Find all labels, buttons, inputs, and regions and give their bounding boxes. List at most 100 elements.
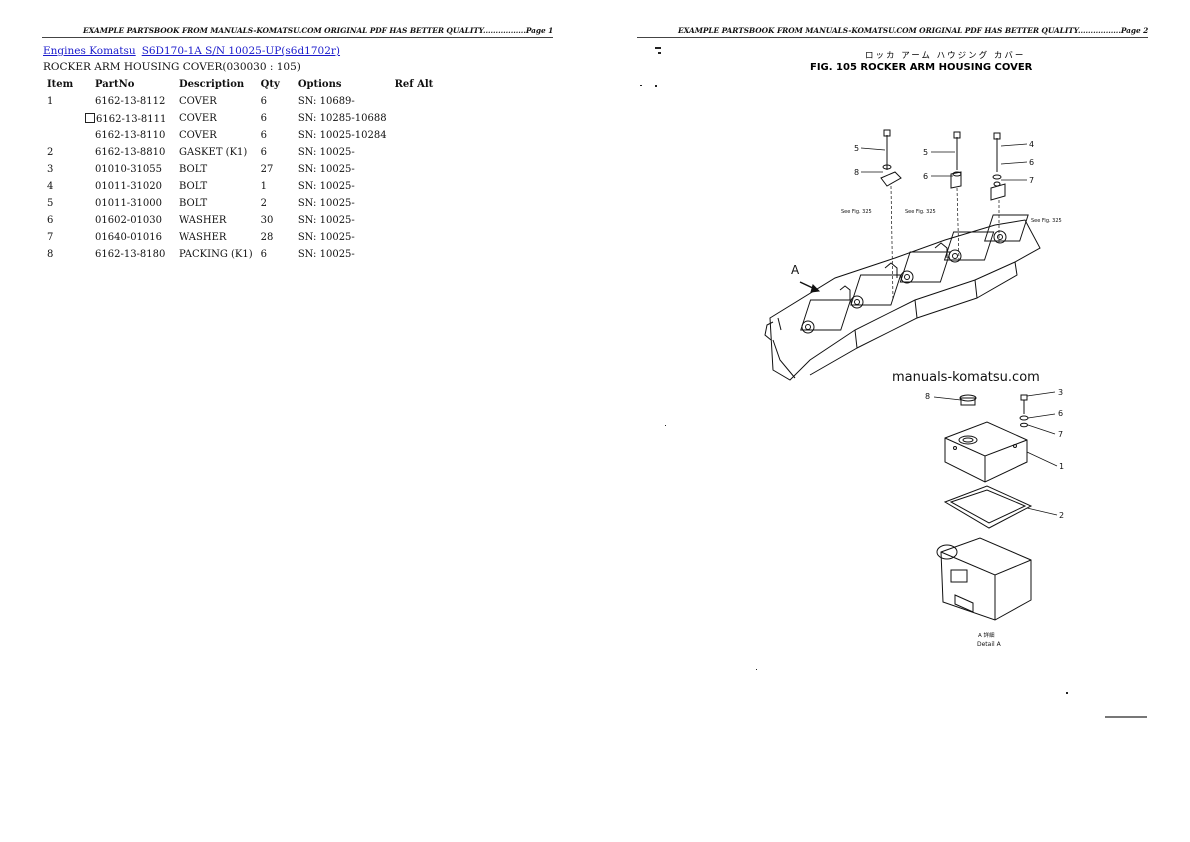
cell-options: SN: 10285-10688 (297, 113, 387, 124)
cell-ref-alt (391, 178, 438, 195)
cell-partno: 6162-13-8810 (79, 144, 175, 161)
callout-number: 8 (925, 392, 930, 401)
table-header-row: Item PartNo Description Qty Options Ref … (43, 76, 437, 93)
breadcrumb-link-model[interactable]: S6D170-1A S/N 10025-UP(s6d1702r) (141, 45, 341, 57)
cell-partno: 6162-13-8112 (79, 93, 175, 110)
cover-outline (800, 214, 1029, 331)
callout-number: 4 (1029, 140, 1034, 149)
figure-title-jp: ロッカ アーム ハウジング カバー (865, 50, 1025, 61)
breadcrumb-link-engines[interactable]: Engines Komatsu (43, 45, 136, 57)
reference-notes: See Fig. 325 See Fig. 325 See Fig. 325 (841, 209, 1062, 224)
callout-number: 6 (1058, 409, 1063, 418)
cell-options: SN: 10025- (297, 181, 355, 192)
header-rule (42, 37, 553, 38)
page-2: EXAMPLE PARTSBOOK FROM MANUALS-KOMATSU.C… (595, 0, 1190, 842)
cell-partno: 01011-31020 (79, 178, 175, 195)
oil-filler-caps (801, 230, 1007, 334)
cell-item: 7 (47, 232, 54, 243)
parts-diagram: ロッカ アーム ハウジング カバー FIG. 105 ROCKER ARM HO… (640, 47, 1147, 718)
part-number: 6162-13-8180 (95, 249, 166, 260)
cell-ref-alt (391, 110, 438, 127)
part-number: 01602-01030 (95, 215, 163, 226)
table-row: 2 6162-13-8810 GASKET (K1) 6 SN: 10025- (43, 144, 437, 161)
breadcrumb: Engines Komatsu S6D170-1A S/N 10025-UP(s6… (43, 45, 346, 57)
section-title: ROCKER ARM HOUSING COVER(030030 : 105) (43, 61, 301, 73)
page-header: EXAMPLE PARTSBOOK FROM MANUALS-KOMATSU.C… (83, 26, 554, 35)
figure-title: FIG. 105 ROCKER ARM HOUSING COVER (810, 62, 1033, 73)
cell-ref-alt (391, 161, 438, 178)
detail-a-drawing (933, 391, 1058, 621)
cell-partno: 6162-13-8110 (79, 127, 175, 144)
part-number: 6162-13-8112 (95, 96, 166, 107)
cell-qty: 6 (260, 96, 268, 107)
cell-qty: 6 (260, 147, 268, 158)
detail-caption: Detail A (977, 641, 1002, 648)
engine-assembly-drawing (764, 129, 1041, 381)
callout-number: 1 (1059, 462, 1064, 471)
cell-description: WASHER (179, 232, 227, 243)
callout-number: 6 (923, 172, 928, 181)
cell-item (43, 110, 79, 127)
ref-note: See Fig. 325 (1031, 218, 1062, 224)
col-description: Description (179, 78, 245, 90)
cell-options: SN: 10025- (297, 215, 355, 226)
cell-description: PACKING (K1) (179, 249, 253, 260)
cell-description: BOLT (179, 181, 208, 192)
cell-item: 6 (47, 215, 54, 226)
col-partno: PartNo (95, 78, 135, 90)
cell-item: 2 (47, 147, 54, 158)
part-number: 01011-31000 (95, 198, 163, 209)
callout-number: 8 (854, 168, 859, 177)
callout-number: 7 (1058, 430, 1063, 439)
cell-partno: 6162-13-8180 (79, 246, 175, 263)
cell-ref-alt (391, 195, 438, 212)
cell-partno: 01011-31000 (79, 195, 175, 212)
part-number: 01640-01016 (95, 232, 163, 243)
cell-ref-alt (391, 212, 438, 229)
cell-item: 8 (47, 249, 54, 260)
watermark: manuals-komatsu.com (892, 370, 1040, 385)
cell-ref-alt (391, 229, 438, 246)
cell-description: COVER (179, 96, 217, 107)
callout-number: 2 (1059, 511, 1064, 520)
col-qty: Qty (260, 78, 280, 90)
part-number: 6162-13-8810 (95, 147, 166, 158)
cell-ref-alt (391, 144, 438, 161)
cell-options: SN: 10025- (297, 249, 355, 260)
cell-description: COVER (179, 113, 217, 124)
cell-ref-alt (391, 93, 438, 110)
cell-item: 5 (47, 198, 54, 209)
ref-note: See Fig. 325 (905, 209, 936, 215)
part-number: 01010-31055 (95, 164, 163, 175)
cell-options: SN: 10025- (297, 164, 355, 175)
cell-partno: 6162-13-8111 (79, 110, 175, 127)
cell-qty: 28 (260, 232, 274, 243)
cell-description: COVER (179, 130, 217, 141)
cell-qty: 6 (260, 130, 268, 141)
cell-description: BOLT (179, 198, 208, 209)
cell-item: 4 (47, 181, 54, 192)
cell-partno: 01010-31055 (79, 161, 175, 178)
cell-options: SN: 10025- (297, 147, 355, 158)
scan-specks (640, 47, 1147, 718)
cell-description: WASHER (179, 215, 227, 226)
ref-note: See Fig. 325 (841, 209, 872, 215)
cell-ref-alt (391, 127, 438, 144)
col-ref-alt: Ref Alt (394, 78, 434, 90)
cell-qty: 27 (260, 164, 274, 175)
alternate-part-checkbox[interactable] (85, 112, 95, 123)
cell-description: GASKET (K1) (179, 147, 248, 158)
part-number: 01011-31020 (95, 181, 163, 192)
callout-number: 3 (1058, 388, 1063, 397)
cell-options: SN: 10025- (297, 198, 355, 209)
cell-qty: 1 (260, 181, 268, 192)
col-item: Item (47, 78, 74, 90)
